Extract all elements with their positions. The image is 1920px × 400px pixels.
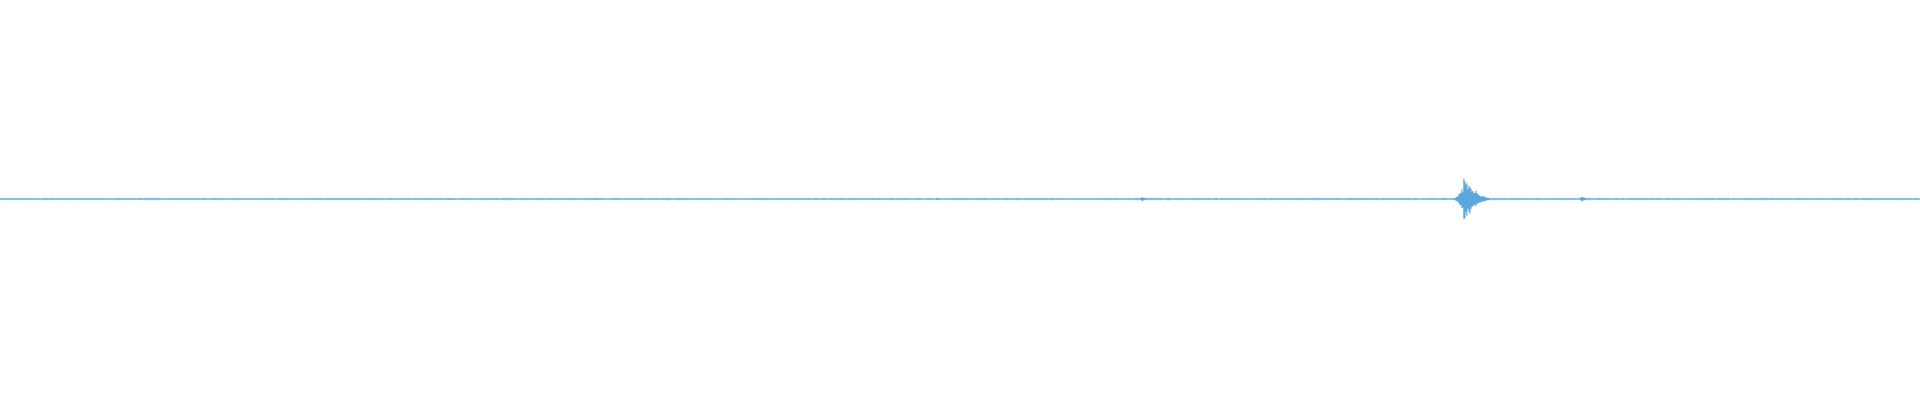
waveform-burst [594, 198, 603, 200]
waveform-burst [446, 198, 455, 200]
waveform-burst [139, 198, 148, 200]
waveform-burst [875, 198, 884, 200]
waveform-burst [1578, 197, 1592, 202]
waveform-burst [934, 198, 943, 201]
waveform-noise [0, 197, 1919, 201]
waveform-samples [0, 178, 1920, 220]
waveform-burst [1138, 197, 1152, 202]
waveform-burst [1620, 198, 1629, 200]
waveform-burst [1863, 198, 1872, 200]
waveform-burst [1441, 197, 1450, 201]
waveform-burst [1213, 198, 1222, 200]
waveform-burst [1454, 178, 1490, 220]
waveform-burst [1346, 198, 1355, 200]
